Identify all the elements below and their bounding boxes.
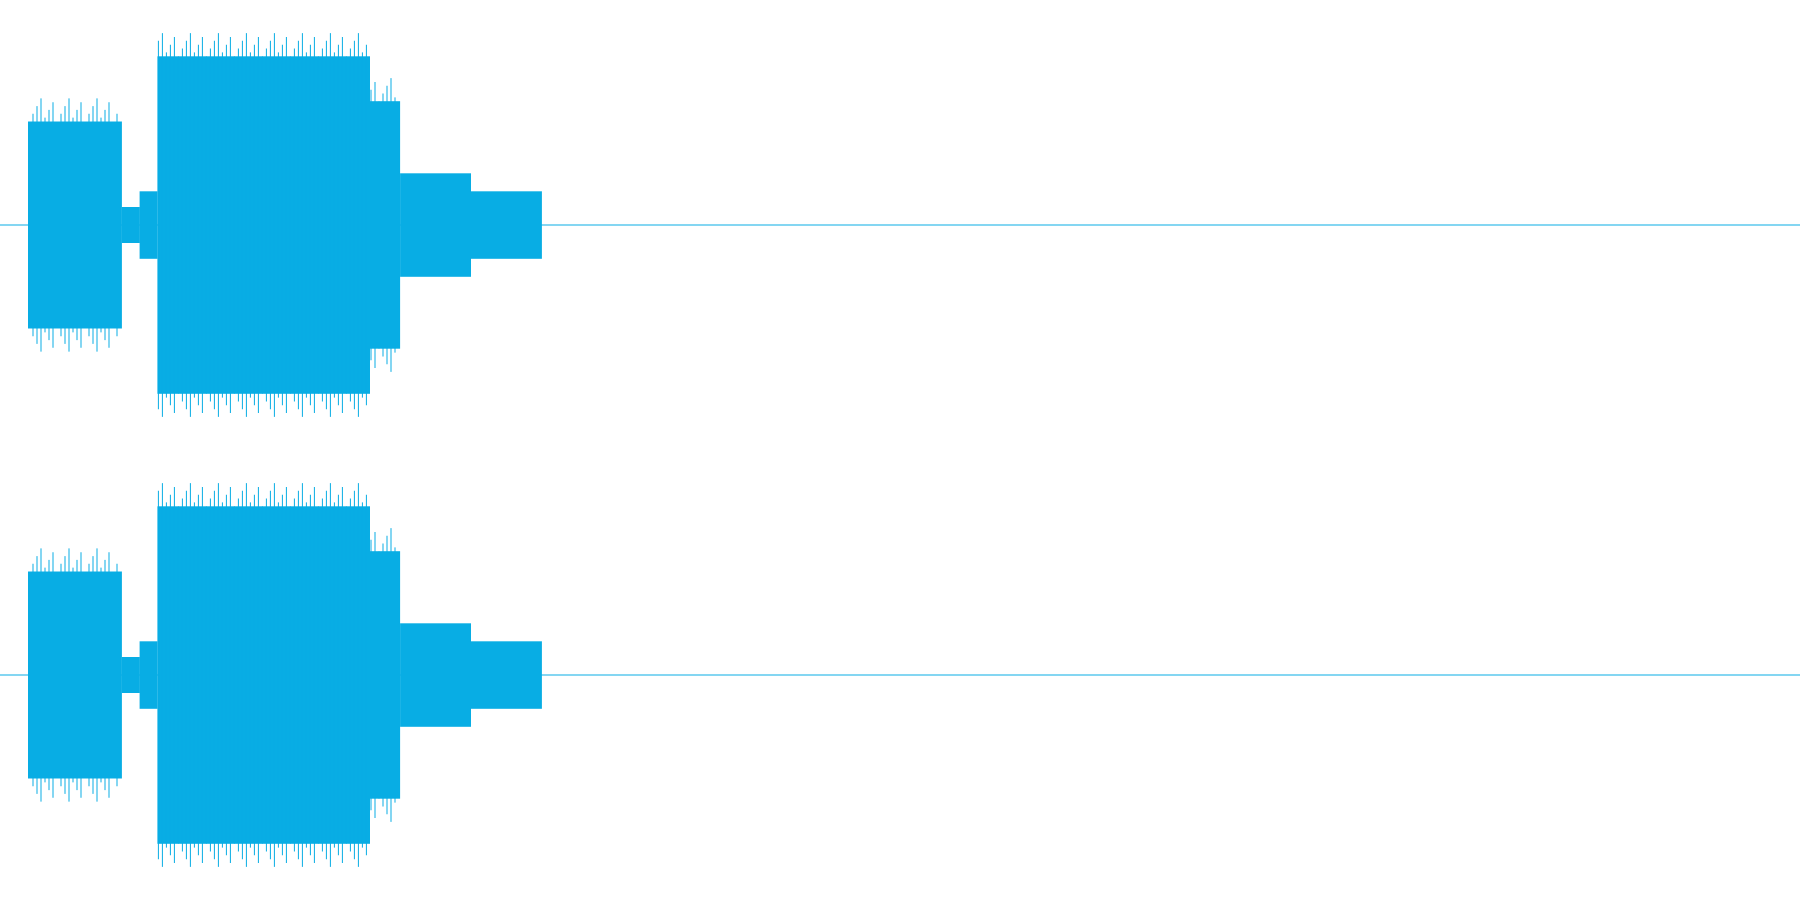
channel-2-signal <box>28 483 542 867</box>
channel-2-waveform <box>0 483 1800 867</box>
channel-1-signal <box>28 33 542 417</box>
waveform-segment <box>121 657 140 693</box>
waveform-segment <box>471 641 542 709</box>
waveform-segment <box>121 207 140 243</box>
waveform-segment <box>400 623 471 727</box>
waveform-segment <box>139 191 158 259</box>
waveform-segment <box>139 641 158 709</box>
waveform-segment <box>471 191 542 259</box>
channel-1-waveform <box>0 33 1800 417</box>
waveform-segment <box>28 121 122 329</box>
channel-2 <box>0 450 1800 900</box>
channel-1 <box>0 33 1800 417</box>
waveform-segment <box>400 173 471 277</box>
waveform-segment <box>28 571 122 779</box>
